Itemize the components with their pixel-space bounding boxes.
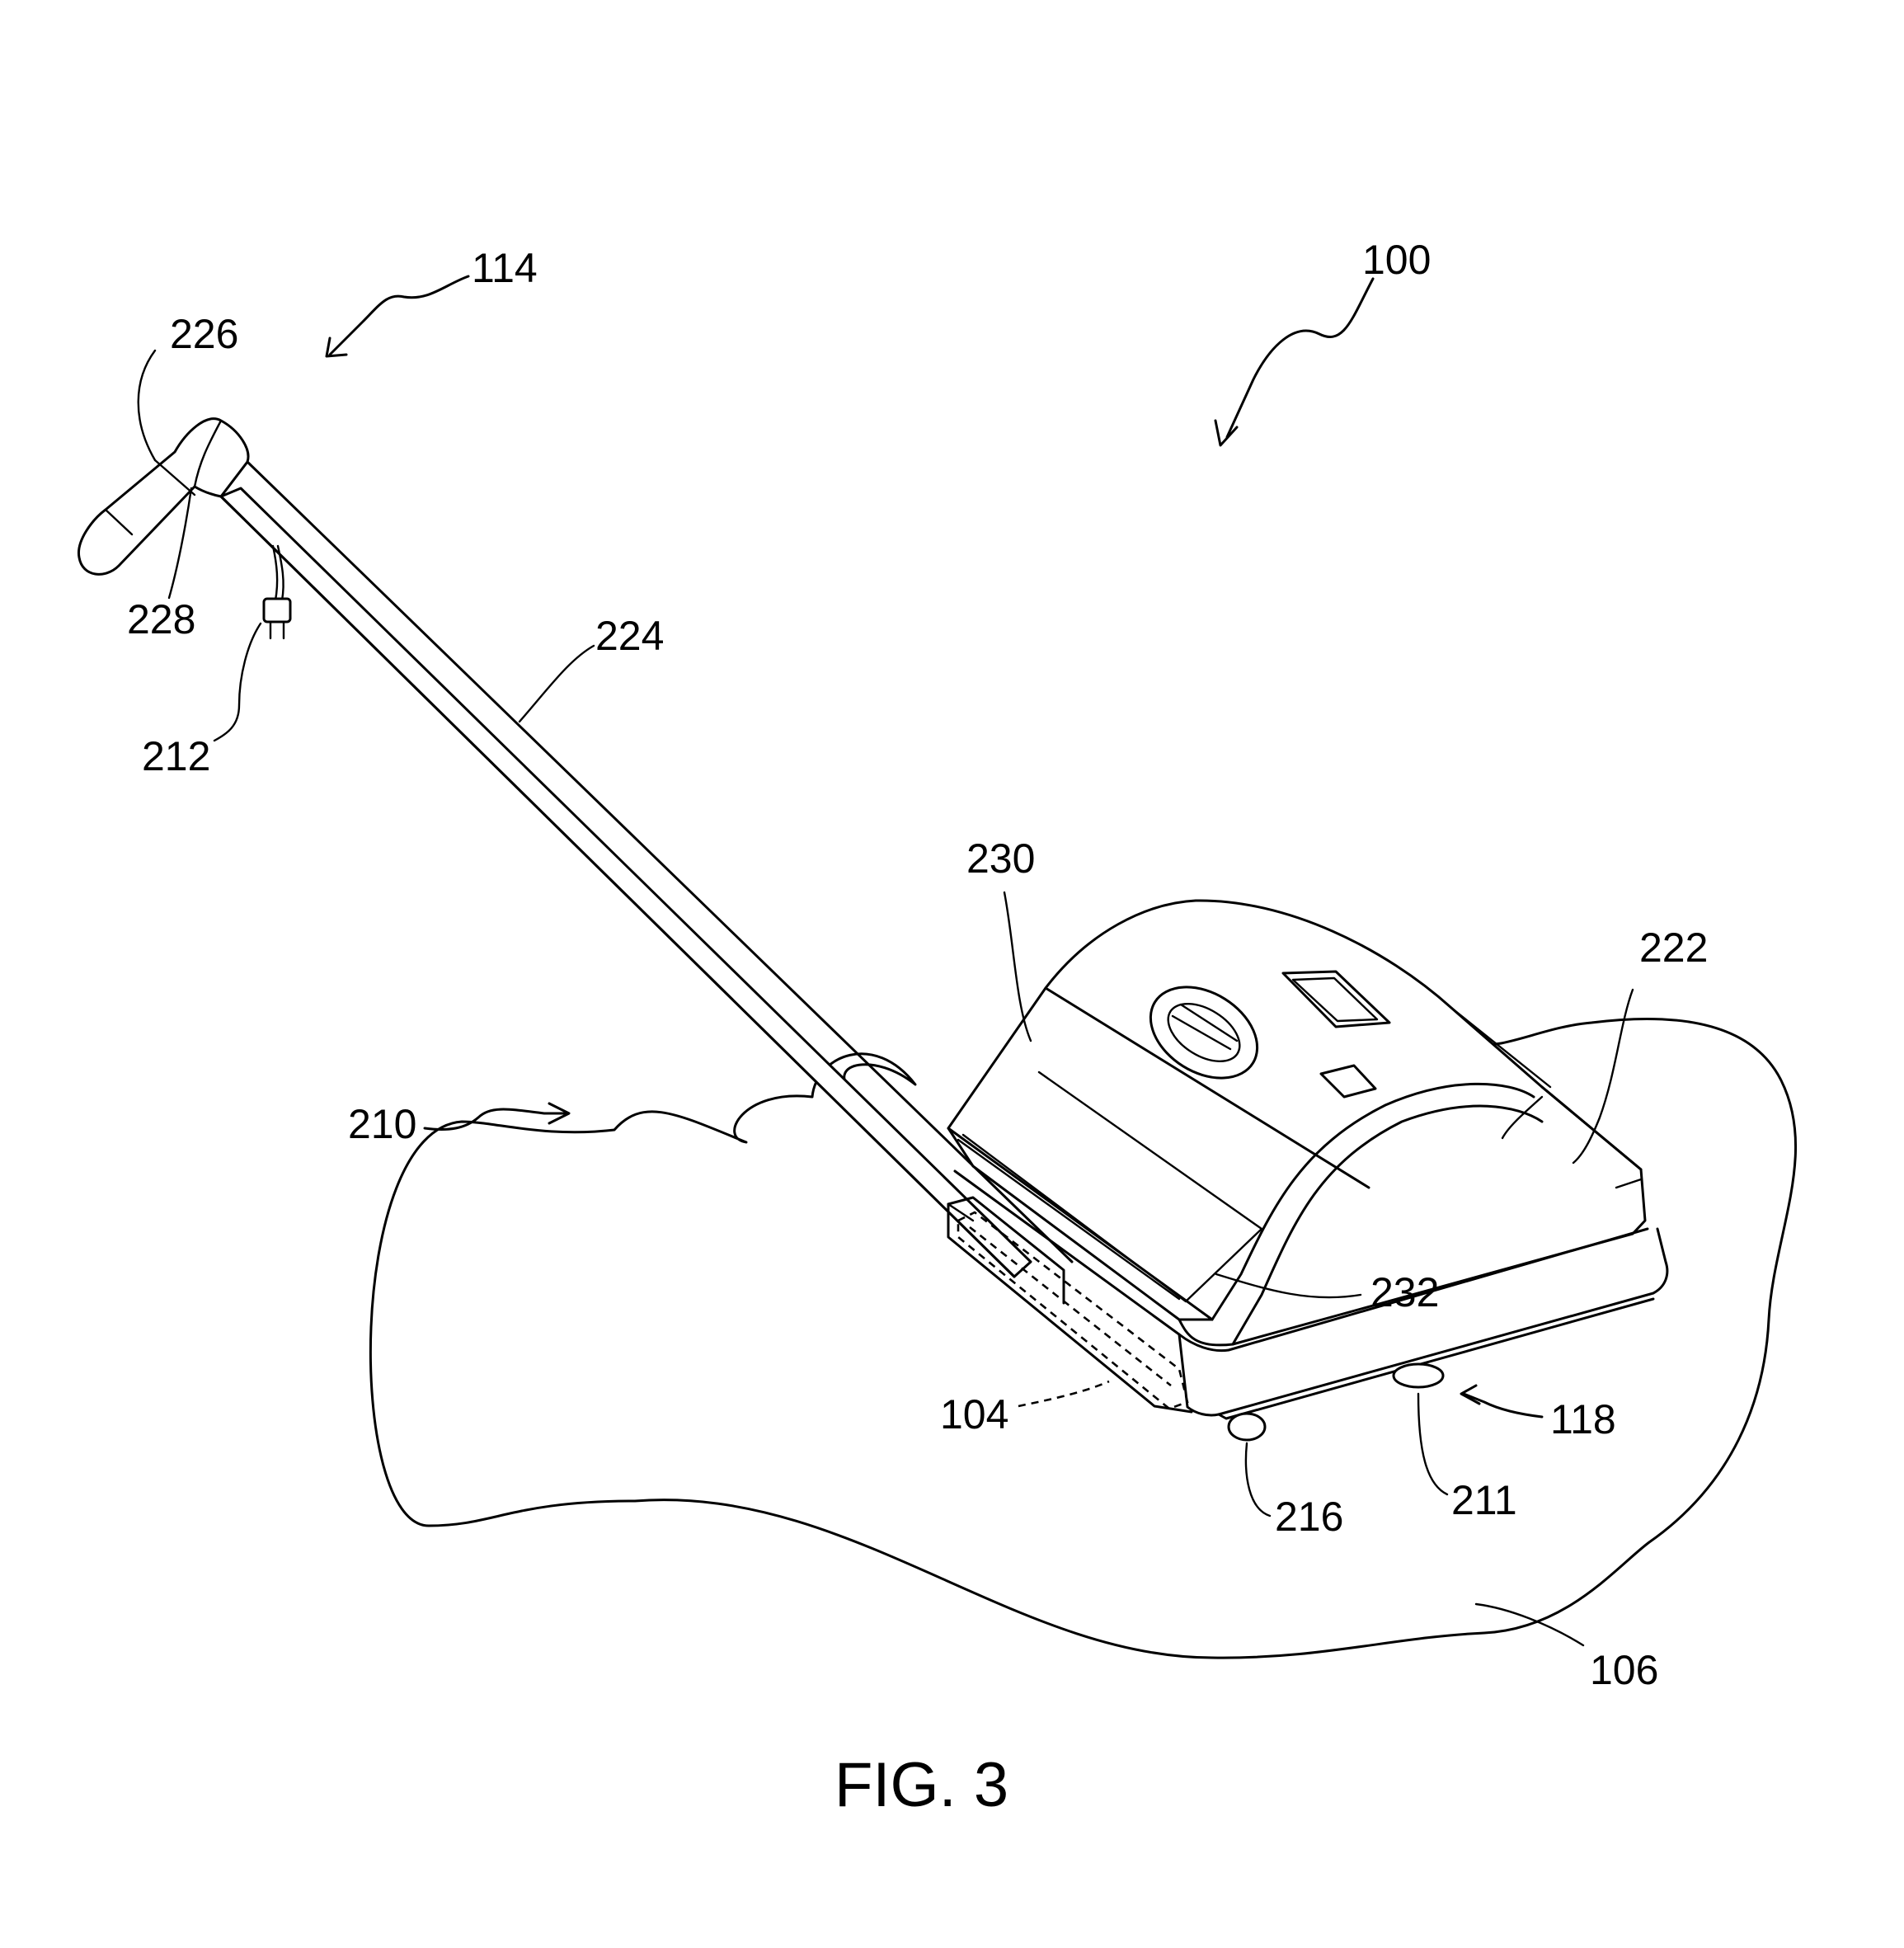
handle-assembly [78,419,1072,1277]
leader-lines [139,276,1633,1645]
handle-tube [221,488,1031,1277]
wheel-211 [1394,1364,1443,1387]
ref-label-212: 212 [142,733,210,779]
plug-212 [264,599,290,622]
wheel-216 [1229,1414,1265,1440]
ref-label-230: 230 [966,835,1035,882]
ref-label-226: 226 [170,311,238,357]
figure-caption: FIG. 3 [834,1750,1008,1820]
ref-label-210: 210 [348,1101,416,1147]
ref-label-224: 224 [595,613,664,659]
ref-label-211: 211 [1451,1477,1517,1523]
ref-label-222: 222 [1639,925,1708,971]
ref-label-104: 104 [940,1391,1008,1437]
ref-label-114: 114 [472,245,538,291]
ref-label-228: 228 [127,596,195,642]
ref-label-106: 106 [1590,1647,1658,1693]
ref-label-118: 118 [1550,1396,1616,1442]
housing-230 [948,901,1645,1345]
ref-label-232: 232 [1370,1269,1439,1315]
ref-label-216: 216 [1275,1494,1343,1540]
ref-label-100: 100 [1362,237,1431,283]
cleaner-body [948,901,1667,1440]
